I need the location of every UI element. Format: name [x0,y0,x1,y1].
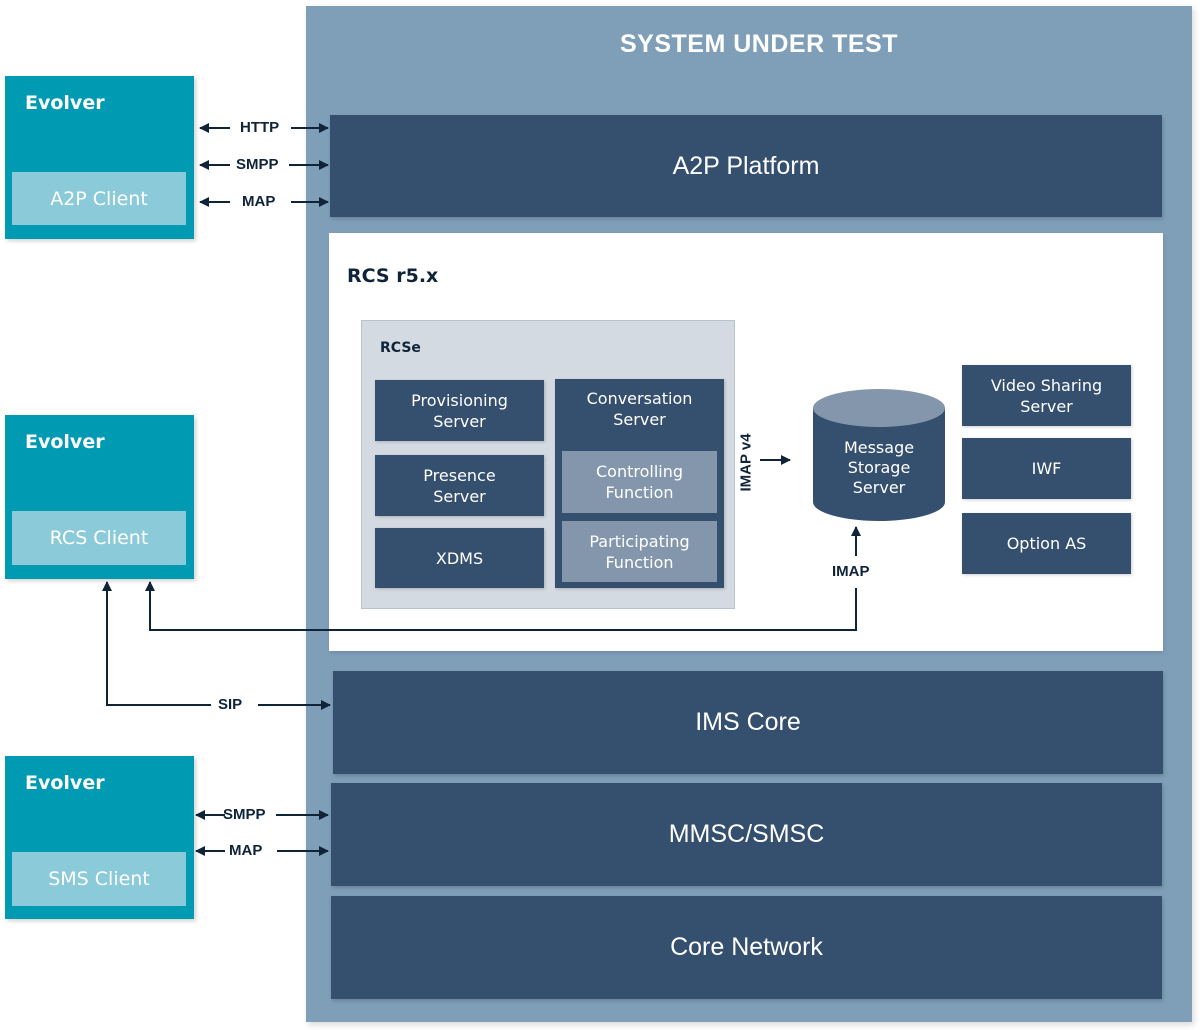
presence-server[interactable]: Presence Server [375,455,544,516]
conversation-server-label: Conversation Server [586,389,693,429]
system-under-test-title: SYSTEM UNDER TEST [620,30,898,58]
rcse-title: RCSe [380,340,421,356]
sip-connector [102,581,331,710]
sms-client[interactable]: SMS Client [12,852,186,906]
rcs-client[interactable]: RCS Client [12,511,186,565]
video-sharing-server[interactable]: Video Sharing Server [962,365,1131,426]
a2p-client[interactable]: A2P Client [12,172,186,225]
evolver-sms-title: Evolver [25,772,105,794]
protocol-label-sip: SIP [218,696,243,713]
protocol-label-smpp-a2p: SMPP [236,156,279,173]
option-as[interactable]: Option AS [962,513,1131,574]
ims-core-label: IMS Core [695,708,801,736]
protocol-label-smpp-sms: SMPP [223,806,266,823]
protocol-label-imap: IMAP [832,563,870,580]
evolver-rcs-title: Evolver [25,431,105,453]
rcs-title: RCS r5.x [347,265,439,287]
participating-function[interactable]: Participating Function [562,521,717,582]
protocol-label-map-sms: MAP [229,842,263,859]
controlling-function[interactable]: Controlling Function [562,451,717,513]
a2p-platform-label: A2P Platform [672,151,820,180]
xdms[interactable]: XDMS [375,528,544,588]
core-network[interactable]: Core Network [331,896,1162,999]
iwf[interactable]: IWF [962,438,1131,499]
mmsc-smsc[interactable]: MMSC/SMSC [331,783,1162,886]
ims-core[interactable]: IMS Core [333,671,1163,774]
a2p-client-label: A2P Client [50,187,148,210]
message-storage-server-cylinder[interactable] [812,388,946,522]
core-network-label: Core Network [670,933,823,961]
protocol-label-map-a2p: MAP [242,193,276,210]
a2p-platform[interactable]: A2P Platform [330,115,1162,217]
evolver-a2p-title: Evolver [25,92,105,114]
rcs-client-label: RCS Client [49,527,149,549]
message-storage-server-label: Message Storage Server [843,438,915,497]
provisioning-server[interactable]: Provisioning Server [375,380,544,441]
protocol-label-imap-v4: IMAP v4 [737,433,755,492]
sms-client-label: SMS Client [48,868,150,890]
protocol-label-http: HTTP [240,119,280,136]
mmsc-smsc-label: MMSC/SMSC [668,820,825,848]
